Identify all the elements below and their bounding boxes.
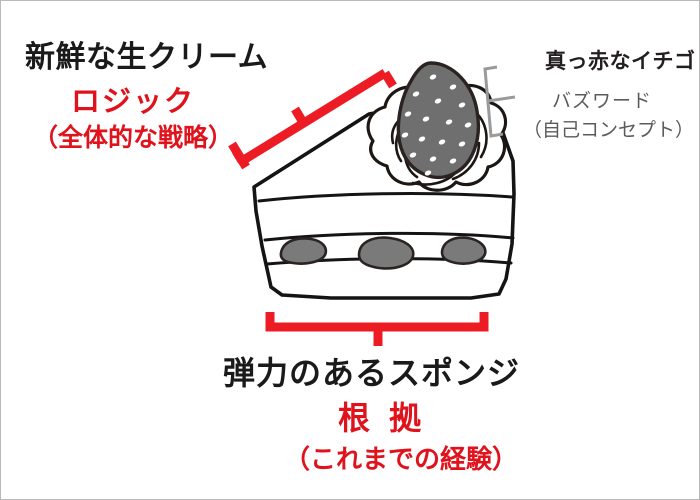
cream-bracket-red [228, 69, 397, 170]
sponge-bracket-red [265, 312, 489, 346]
fruit-piece [279, 237, 328, 265]
sponge-keyword: 根 拠 [338, 399, 426, 437]
cake-outline [252, 101, 516, 300]
strawberry-seeds [401, 74, 472, 176]
strawberry-subtitle: （自己コンセプト） [523, 119, 695, 141]
strawberry-heading: 真っ赤なイチゴ [545, 49, 696, 73]
cream-fold [451, 141, 481, 181]
fruit-piece [440, 236, 487, 265]
strawberry-bracket-gray [483, 65, 516, 138]
filling-bottom-line [265, 257, 513, 266]
cream-fold [390, 111, 419, 145]
fruit-piece [357, 236, 415, 270]
cream-keyword: ロジック [71, 84, 196, 118]
strawberry [396, 61, 480, 179]
whipped-cream-rosette [366, 78, 508, 192]
sponge-subtitle: （これまでの経験） [284, 445, 519, 475]
cream-subtitle: （全体的な戦略） [33, 123, 234, 152]
cream-fold [411, 169, 459, 186]
filling-top-line [263, 231, 515, 242]
cream-fold [403, 135, 419, 179]
cream-layer-line [257, 192, 514, 203]
strawberry-body [396, 61, 480, 179]
cream-fold [469, 107, 488, 159]
cream-outer [366, 78, 508, 192]
strawberry-keyword: バズワード [552, 90, 653, 112]
sponge-heading: 弾力のあるスポンジ [223, 354, 521, 392]
cake-body [252, 101, 516, 300]
cream-fold [394, 119, 409, 163]
cream-heading: 新鮮な生クリーム [25, 40, 269, 75]
